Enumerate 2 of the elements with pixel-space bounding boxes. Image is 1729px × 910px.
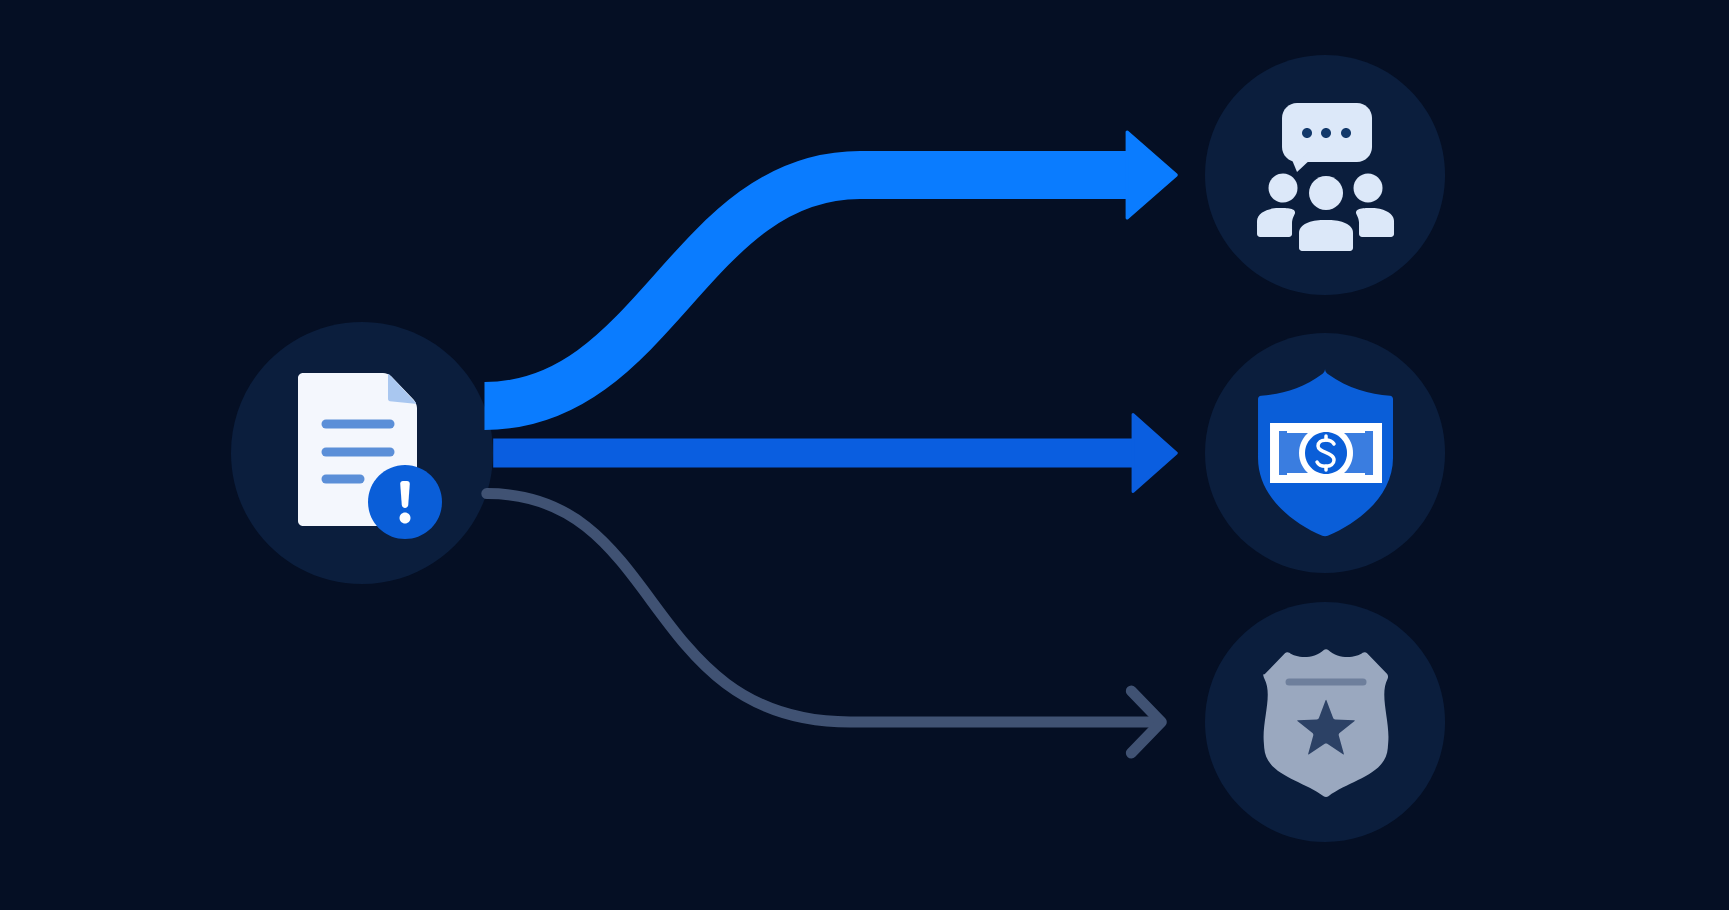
arrow [481, 130, 1178, 430]
arrow [481, 488, 1167, 759]
